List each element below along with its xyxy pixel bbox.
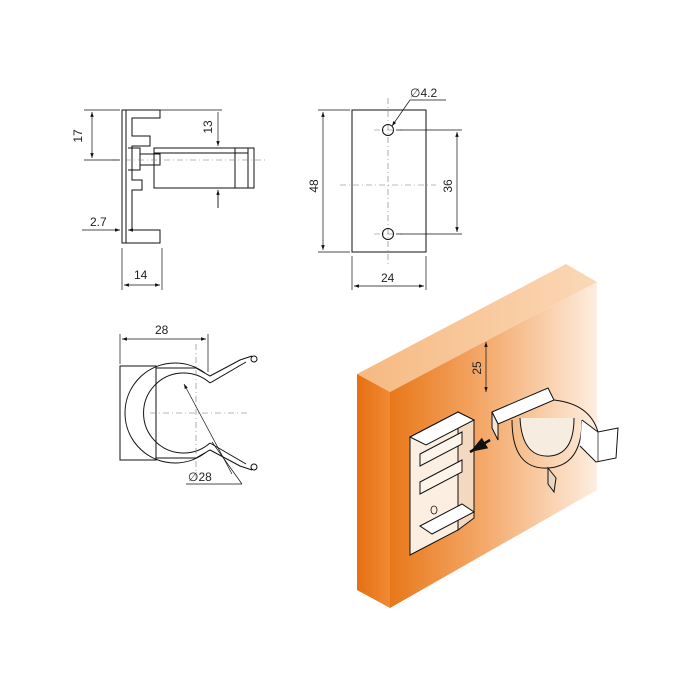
clip-width-label: 28 [155, 323, 169, 337]
clip-ring-outer [124, 362, 206, 464]
front-height-label: 48 [307, 179, 321, 193]
side-view-profile [121, 109, 255, 244]
top-hole [382, 124, 394, 136]
board-top [357, 264, 597, 392]
side-offset-label: 13 [201, 120, 215, 134]
front-width-label: 24 [381, 271, 395, 285]
front-view-plate [351, 109, 427, 253]
mounted-bracket [408, 411, 476, 556]
side-thickness-label: 2.7 [90, 215, 107, 229]
clip-view: 28 ∅28 [119, 323, 258, 485]
clip-diameter-label: ∅28 [188, 470, 212, 484]
front-view: ∅4.2 48 36 24 [307, 86, 462, 290]
bottom-hole [382, 228, 394, 240]
assembly-offset-label: 25 [470, 361, 484, 375]
insert-arrow [469, 437, 491, 454]
board-edge [357, 374, 390, 608]
side-height-label: 17 [71, 129, 85, 143]
side-view: 17 13 2.7 14 [71, 109, 265, 290]
floating-clip [491, 387, 619, 494]
side-width-label: 14 [134, 268, 148, 282]
clip-ring-inner [143, 372, 211, 454]
assembly-view: 25 [357, 264, 619, 608]
hole-diameter-label: ∅4.2 [410, 86, 437, 100]
hole-spacing-label: 36 [441, 179, 455, 193]
